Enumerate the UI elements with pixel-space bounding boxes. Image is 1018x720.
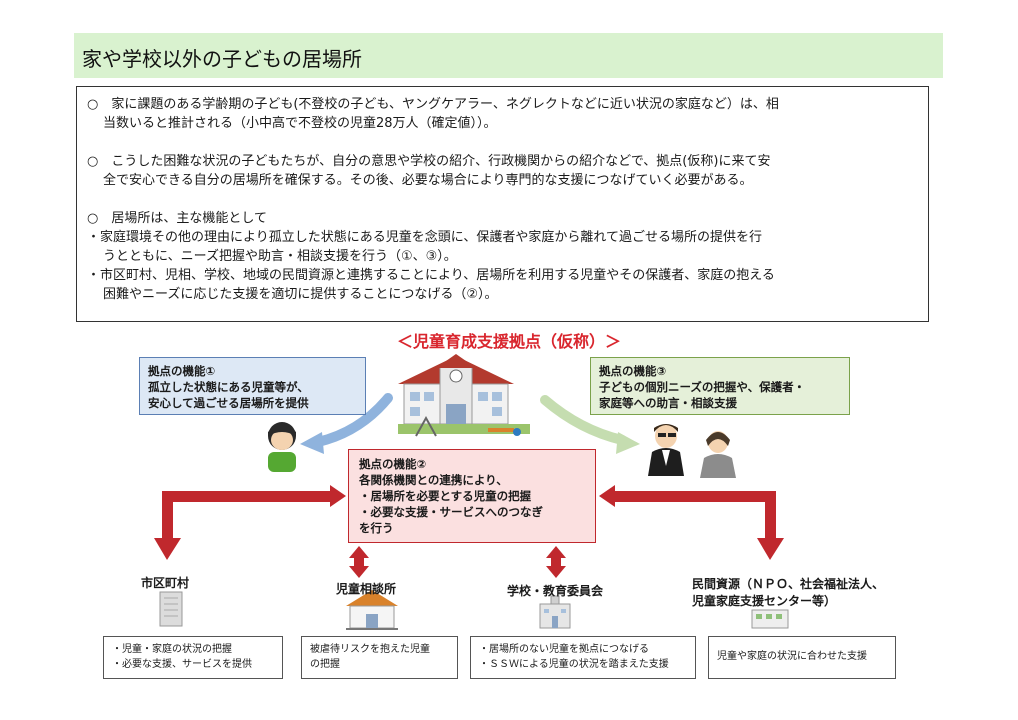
- function-heading: 拠点の機能③: [599, 364, 667, 378]
- intro-line: ・家庭環境その他の理由により孤立した状態にある児童を念頭に、保護者や家庭から離れ…: [87, 230, 762, 245]
- red-arrow-right-head: [599, 485, 615, 507]
- note-box-school: ・居場所のない児童を拠点につなげる ・ＳＳＷによる児童の状況を踏まえた支援: [470, 636, 696, 679]
- function-line: を行う: [359, 521, 394, 535]
- function-line: ・必要な支援・サービスへのつなぎ: [359, 505, 543, 519]
- function-line: 安心して過ごせる居場所を提供: [148, 396, 309, 410]
- function-line: 子どもの個別ニーズの把握や、保護者・: [599, 380, 806, 394]
- function-box-1: 拠点の機能① 孤立した状態にある児童等が、 安心して過ごせる居場所を提供: [139, 357, 366, 415]
- intro-box: ○ 家に課題のある学齢期の子ども(不登校の子ども、ヤングケアラー、ネグレクトなど…: [76, 86, 929, 322]
- intro-line: うとともに、ニーズ把握や助言・相談支援を行う（①、③）。: [103, 249, 457, 264]
- curved-arrow-right-head: [616, 432, 640, 454]
- function-line: 孤立した状態にある児童等が、: [148, 380, 309, 394]
- function-box-2: 拠点の機能② 各関係機関との連携により、 ・居場所を必要とする児童の把握 ・必要…: [348, 449, 596, 543]
- child-guidance-center-icon: [346, 590, 398, 630]
- function-line: ・居場所を必要とする児童の把握: [359, 489, 532, 503]
- red-arrow-right-bar: [614, 491, 776, 502]
- intro-line: 困難やニーズに応じた支援を適切に提供することにつなげる（②）。: [103, 287, 498, 302]
- node-label-private: 民間資源（ＮＰＯ、社会福祉法人、 児童家庭支援センター等）: [692, 576, 884, 610]
- note-box-child-guidance: 被虐待リスクを抱えた児童 の把握: [301, 636, 458, 679]
- intro-line: ○ 家に課題のある学齢期の子ども(不登校の子ども、ヤングケアラー、ネグレクトなど…: [87, 97, 779, 112]
- note-line: ・居場所のない児童を拠点につなげる: [479, 644, 649, 655]
- curved-arrow-left: [313, 393, 393, 447]
- red-arrow-left-bar: [162, 491, 332, 502]
- note-line: ・ＳＳＷによる児童の状況を踏まえた支援: [479, 659, 669, 670]
- function-heading: 拠点の機能①: [148, 364, 216, 378]
- private-facility-icon: [751, 609, 789, 629]
- title-bar: 家や学校以外の子どもの居場所: [74, 33, 943, 78]
- diagram-subtitle: ＜児童育成支援拠点（仮称）＞: [396, 332, 621, 351]
- curved-arrow-left-head: [300, 432, 324, 454]
- page-title: 家や学校以外の子どもの居場所: [82, 47, 362, 71]
- intro-line: ○ 居場所は、主な機能として: [87, 211, 267, 226]
- curved-arrow-right: [540, 395, 627, 445]
- red-arrow-private-shaft: [765, 491, 776, 539]
- function-heading: 拠点の機能②: [359, 457, 427, 471]
- intro-line: ・市区町村、児相、学校、地域の民間資源と連携することにより、居場所を利用する児童…: [87, 268, 775, 283]
- red-arrow-school-shaft: [551, 557, 561, 567]
- function-line: 各関係機関との連携により、: [359, 473, 508, 487]
- note-line: 児童や家庭の状況に合わせた支援: [717, 651, 867, 662]
- function-line: 家庭等への助言・相談支援: [599, 396, 737, 410]
- red-arrow-city-shaft: [162, 491, 173, 539]
- note-line: ・児童・家庭の状況の把握: [112, 644, 232, 655]
- child-person-icon: [268, 422, 296, 472]
- note-line: ・必要な支援、サービスを提供: [112, 659, 252, 670]
- intro-line: 全で安心できる自分の居場所を確保する。その後、必要な場合により専門的な支援につな…: [103, 173, 753, 188]
- red-arrow-jido-down: [349, 566, 369, 578]
- red-arrow-school-up: [546, 546, 566, 558]
- node-label-school: 学校・教育委員会: [507, 584, 604, 598]
- city-hall-icon: [159, 591, 183, 627]
- note-line: の把握: [310, 659, 340, 670]
- intro-line: ○ こうした困難な状況の子どもたちが、自分の意思や学校の紹介、行政機関からの紹介…: [87, 154, 771, 169]
- red-arrow-city-head: [154, 538, 181, 560]
- intro-line: 当数いると推計される（小中高で不登校の児童28万人（確定値））。: [103, 116, 497, 131]
- node-label-private-line: 民間資源（ＮＰＯ、社会福祉法人、: [692, 577, 885, 591]
- school-building-icon: [398, 354, 530, 437]
- node-label-child-guidance: 児童相談所: [336, 582, 397, 596]
- note-line: 被虐待リスクを抱えた児童: [310, 644, 430, 655]
- red-arrow-private-head: [757, 538, 784, 560]
- red-arrow-jido-up: [349, 546, 369, 558]
- node-label-private-line: 児童家庭支援センター等）: [692, 594, 837, 608]
- node-label-city: 市区町村: [141, 576, 190, 590]
- red-arrow-left-head: [330, 485, 346, 507]
- function-box-3: 拠点の機能③ 子どもの個別ニーズの把握や、保護者・ 家庭等への助言・相談支援: [590, 357, 850, 415]
- note-box-private: 児童や家庭の状況に合わせた支援: [708, 636, 896, 679]
- red-arrow-school-down: [546, 566, 566, 578]
- school-board-icon: [539, 595, 571, 629]
- red-arrow-jido-shaft: [354, 557, 364, 567]
- note-box-city: ・児童・家庭の状況の把握 ・必要な支援、サービスを提供: [103, 636, 283, 679]
- adults-person-icon: [648, 424, 736, 478]
